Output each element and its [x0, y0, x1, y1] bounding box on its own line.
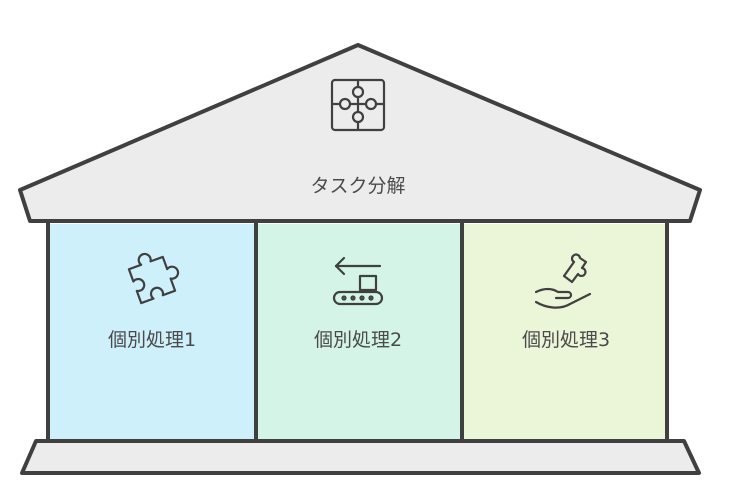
conveyor-belt-icon [332, 256, 384, 306]
pillar-1-label: 個別処理1 [108, 329, 196, 351]
puzzle-pieces-icon [330, 78, 386, 132]
pillar-2-label: 個別処理2 [314, 329, 402, 351]
pillar-2-fill [258, 224, 461, 440]
roof-label: タスク分解 [310, 175, 405, 197]
puzzle-piece-icon [127, 252, 180, 305]
columns [46, 220, 669, 443]
roof [20, 45, 700, 221]
hand-puzzle-icon [534, 253, 592, 309]
pillar-3-label: 個別処理3 [522, 329, 610, 351]
pillar-3-fill [464, 224, 666, 440]
base [22, 441, 699, 473]
